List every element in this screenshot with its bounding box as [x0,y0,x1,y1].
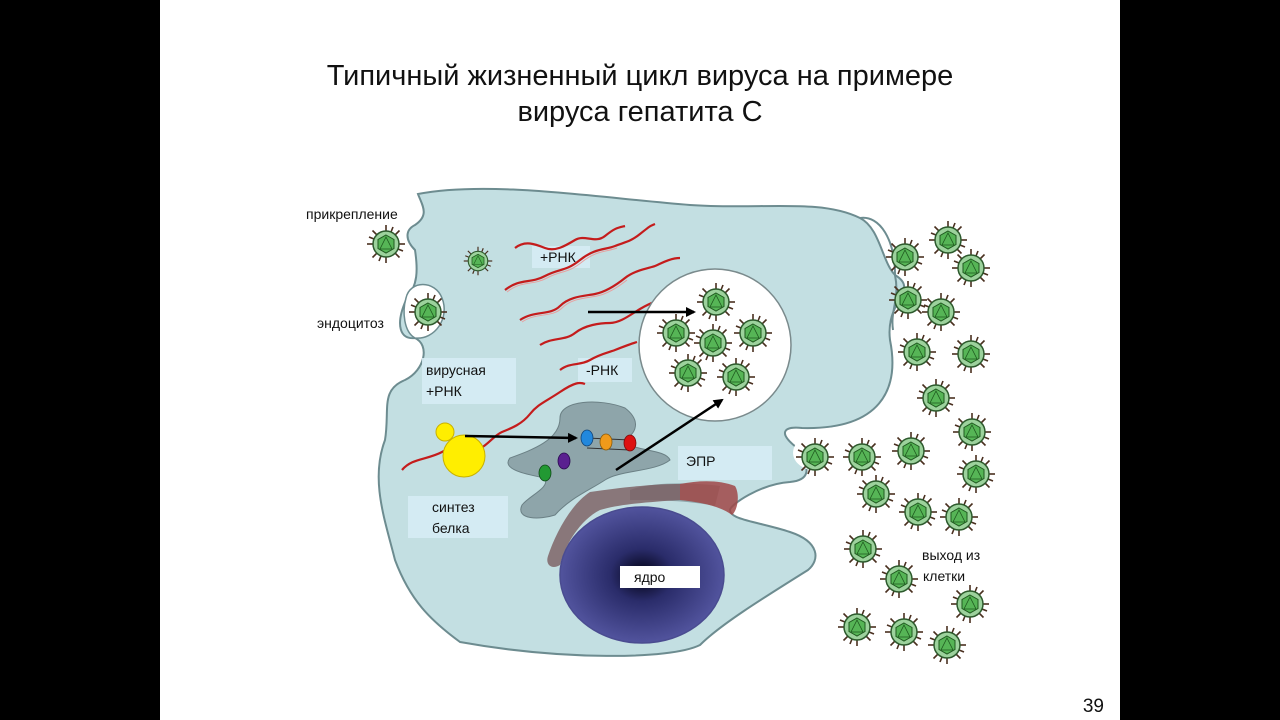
virion-in-vesicle [693,323,733,363]
ribosome-large [442,434,486,478]
virion-released [927,625,967,665]
nucleus-label-bg [620,566,700,588]
slide: Типичный жизненный цикл вируса на пример… [160,0,1120,720]
virion-released [950,584,990,624]
protein-synthesis-label-bg [408,496,508,538]
protein-orange [599,433,613,451]
title-line-2: вируса гепатита С [517,96,763,128]
virion-released [956,454,996,494]
label-protein-synthesis-line1: синтез [432,499,475,515]
protein-red [623,434,637,452]
virion-released [891,431,931,471]
protein-purple [557,452,571,470]
label-exit-line1: выход из [922,547,980,563]
virion-in-vesicle [668,353,708,393]
ribosome-small [435,422,455,442]
viral-rna-label-bg [422,358,516,404]
virion-released [843,529,883,569]
nuclear-envelope [680,481,738,515]
virion-released [939,497,979,537]
slide-title: Типичный жизненный цикл вируса на пример… [160,58,1120,130]
label-minus-rna: -РНК [586,362,619,378]
virion-released [842,437,882,477]
label-nucleus: ядро [634,569,666,585]
er-label-bg [678,446,772,480]
label-endocytosis: эндоцитоз [317,315,384,331]
virion-released [951,334,991,374]
label-protein-synthesis-line2: белка [432,520,470,536]
virion-released [898,492,938,532]
virion-released [837,607,877,647]
virion-uncoating [463,246,493,276]
virion-attaching [366,224,406,264]
virion-released [921,292,961,332]
protein-blue [580,429,594,447]
label-plus-rna: +РНК [540,249,577,265]
virion-released [916,378,956,418]
label-er: ЭПР [686,453,715,469]
label-viral-rna-line2: +РНК [426,383,463,399]
virion-released [888,280,928,320]
virion-in-vesicle [716,357,756,397]
endoplasmic-reticulum [507,401,671,519]
virion-released [928,220,968,260]
page-number: 39 [1082,696,1104,717]
title-line-1: Типичный жизненный цикл вируса на пример… [326,60,954,92]
arrow-er-to-vesicle [615,398,724,472]
virion-released [856,474,896,514]
label-attachment: прикрепление [306,206,398,222]
virion-in-vesicle [656,313,696,353]
label-exit-line2: клетки [923,568,965,584]
protein-green [538,464,552,482]
virion-released [885,237,925,277]
virion-exiting [795,437,835,477]
virion-in-vesicle [733,313,773,353]
virion-released [951,248,991,288]
virion-released [952,412,992,452]
rna-strands [401,222,681,471]
virion-released [884,612,924,652]
virus-lifecycle-diagram: прикрепление эндоцитоз +РНК вирусная +РН… [306,187,996,665]
virion-released [897,332,937,372]
label-viral-rna-line1: вирусная [426,362,486,378]
virion-released [879,559,919,599]
virion-endocytosis [408,292,448,332]
arrow-translation [464,432,578,443]
virion-in-vesicle [696,282,736,322]
